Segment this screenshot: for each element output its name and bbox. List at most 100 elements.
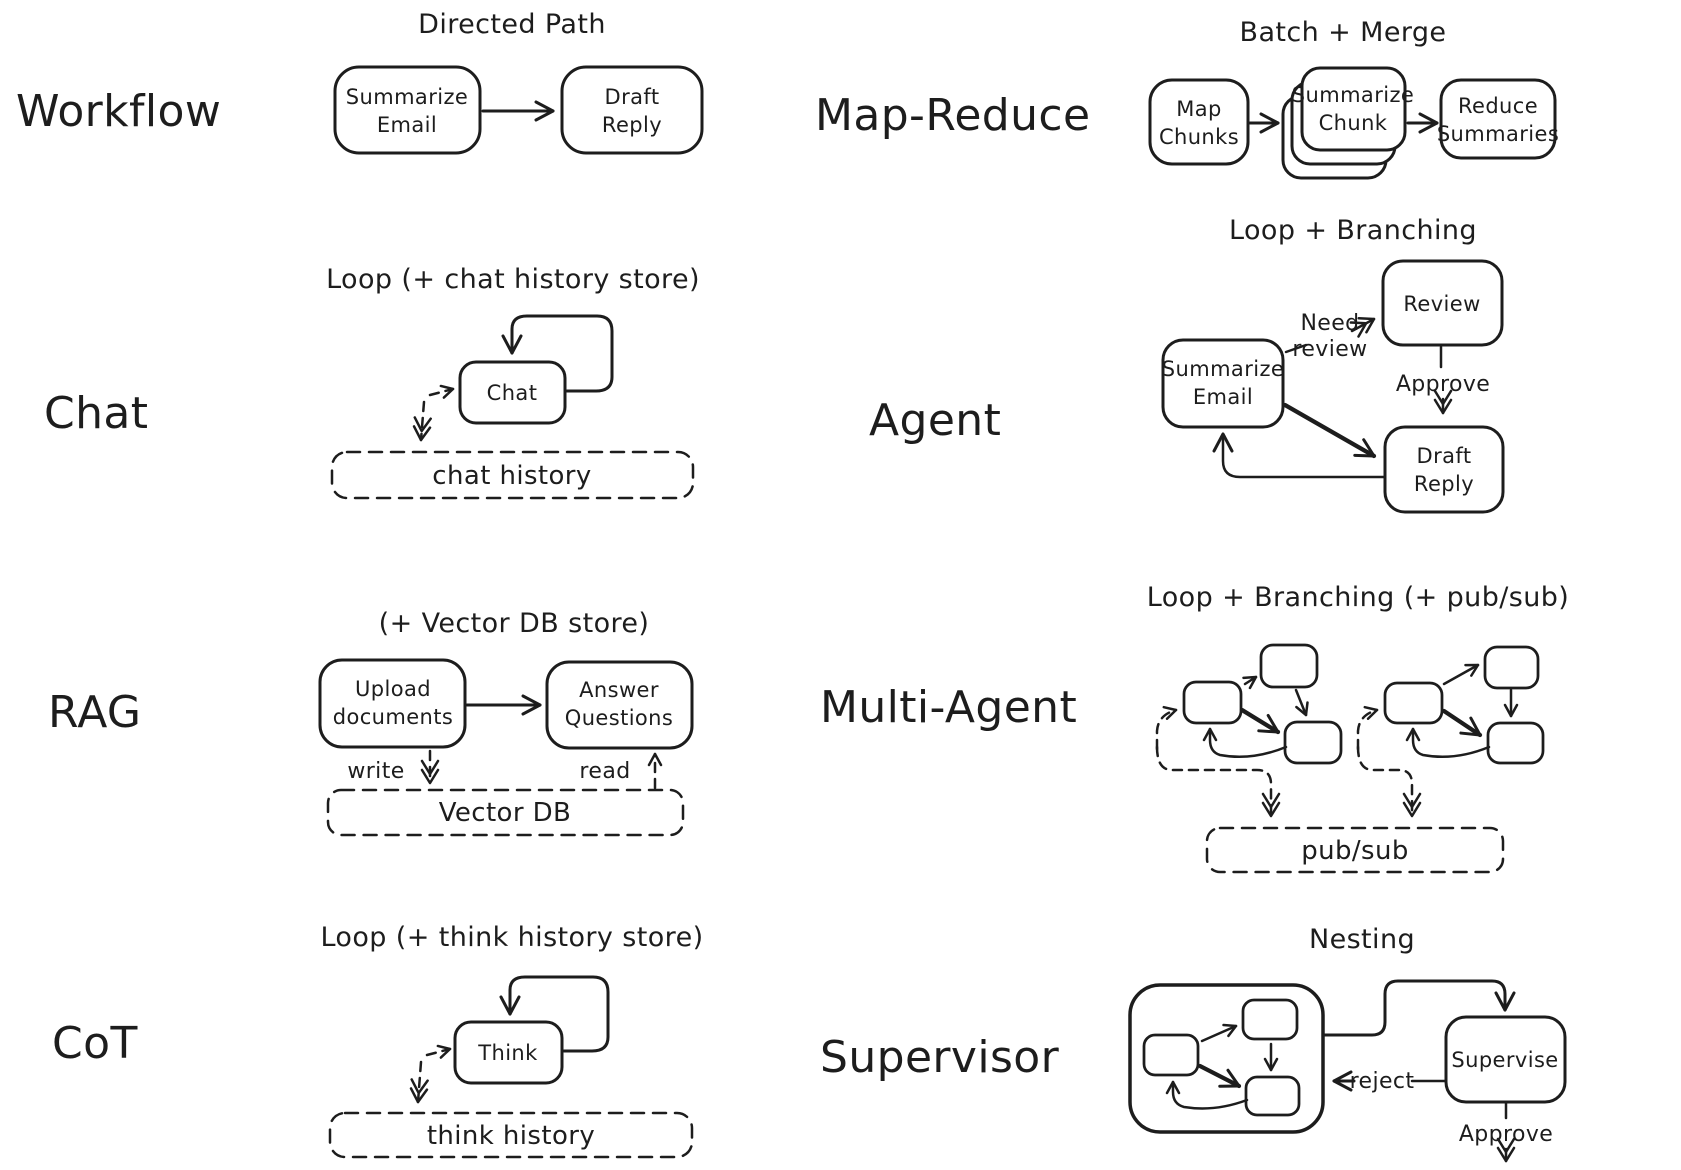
pubsub-label: pub/sub [1301,836,1409,866]
reject-label: reject [1350,1069,1415,1094]
chat-history-label: chat history [432,461,591,491]
cluster2-node-c [1486,721,1545,765]
multi-agent-section: Multi-Agent Loop + Branching (+ pub/sub) [820,582,1569,874]
agent-summarize-email-line1: Summarize [1162,357,1284,381]
cluster1-a-to-c-arrow [1239,707,1281,735]
rag-upload-line1: Upload [355,677,431,701]
think-node-label: Think [477,1041,538,1065]
supervise-node-label: Supervise [1451,1048,1558,1072]
rag-write-label: write [347,759,404,784]
nested-node-a [1142,1033,1200,1077]
chat-self-loop-arrow [501,314,614,393]
cot-section-label: CoT [52,1018,138,1069]
supervisor-subtitle: Nesting [1309,924,1415,955]
agent-summarize-to-draft-arrow [1282,402,1377,459]
workflow-subtitle: Directed Path [418,9,606,40]
chat-section-label: Chat [44,388,148,439]
cluster2-a-to-b-arrow [1442,663,1480,686]
supervisor-approve-label: Approve [1459,1122,1553,1147]
cluster1-a-to-b-arrow [1242,675,1258,690]
cot-section: CoT Loop (+ think history store) Think t… [52,922,703,1159]
rag-answer-line1: Answer [579,678,659,702]
supervisor-section-label: Supervisor [820,1032,1060,1083]
multi-agent-cluster-left [1155,643,1343,818]
rag-answer-questions-node [545,660,694,750]
cluster1-to-pubsub-dashed-arrow [1155,745,1281,818]
workflow-draft-reply-node [560,65,704,155]
rag-read-label: read [579,759,630,784]
map-chunks-node [1148,78,1250,166]
rag-answer-line2: Questions [565,706,673,730]
map-reduce-section-label: Map-Reduce [815,90,1090,141]
cluster2-a-to-c-arrow [1441,708,1483,738]
workflow-summarize-email-line1: Summarize [346,85,468,109]
agent-subtitle: Loop + Branching [1229,215,1477,246]
workflow-summarize-email-line2: Email [377,113,437,137]
rag-upload-documents-node [318,658,467,749]
cluster1-node-b [1259,643,1319,689]
rag-subtitle: (+ Vector DB store) [379,608,650,639]
chat-to-history-dashed-arrow [412,400,432,442]
agent-review-label: Review [1403,292,1480,316]
cluster1-b-to-c-arrow [1294,688,1309,717]
agent-need-review-arrow [1349,316,1376,338]
rag-upload-line2: documents [333,705,454,729]
think-node [453,1020,564,1085]
cluster2-entry-dashed-arrow [1356,705,1379,751]
cot-to-history-dashed-arrow [409,1060,429,1104]
chat-section: Chat Loop (+ chat history store) Chat ch… [44,264,700,500]
agent-review-node [1381,259,1504,347]
nested-a-to-b-arrow [1200,1023,1238,1043]
agent-section-label: Agent [869,395,1001,446]
multi-agent-cluster-right [1356,645,1545,818]
agent-draft-reply-line1: Draft [1417,444,1472,468]
workflow-draft-reply-line2: Reply [602,113,662,137]
chat-subtitle: Loop (+ chat history store) [326,264,700,295]
cluster1-loop-arrow [1202,727,1288,759]
workflow-section-label: Workflow [16,86,221,137]
vector-db-store [326,788,685,837]
cot-subtitle: Loop (+ think history store) [320,922,703,953]
multi-agent-section-label: Multi-Agent [820,682,1077,733]
agent-draft-to-summarize-loop-arrow [1212,432,1387,479]
think-history-label: think history [427,1121,595,1151]
chat-node-label: Chat [487,381,538,405]
map-reduce-subtitle: Batch + Merge [1240,17,1447,48]
container-to-supervise-arrow [1321,979,1516,1037]
agent-need-review-edge-start [1284,343,1308,354]
agent-summarize-email-node [1161,338,1285,429]
agent-section: Agent Loop + Branching Summarize Email R… [869,215,1505,514]
rag-section-label: RAG [48,687,141,738]
nested-a-to-c-arrow [1197,1063,1242,1089]
map-chunks-line2: Chunks [1159,125,1239,149]
summarize-chunk-node [1300,66,1407,152]
cot-self-loop-arrow [499,975,610,1053]
agent-draft-reply-node [1383,425,1505,514]
nested-node-b [1241,998,1299,1041]
nested-node-c [1244,1075,1301,1117]
chat-entry-dashed-arrow [428,384,455,399]
agent-summarize-email-line2: Email [1193,385,1253,409]
cluster2-node-a [1383,681,1444,725]
map-reduce-section: Map-Reduce Batch + Merge Map Chunks Summ… [815,17,1559,180]
supervisor-section: Supervisor Nesting Supervise reject Appr… [820,924,1567,1163]
cluster2-to-pubsub-dashed-arrow [1356,745,1422,818]
agent-approve-label: Approve [1396,372,1490,397]
reduce-summaries-line2: Summaries [1437,122,1559,146]
workflow-section: Workflow Directed Path Summarize Email D… [16,9,704,155]
multi-agent-subtitle: Loop + Branching (+ pub/sub) [1147,582,1569,613]
cluster1-entry-dashed-arrow [1155,705,1178,751]
pubsub-store [1205,826,1505,874]
rag-section: RAG (+ Vector DB store) Upload documents… [48,608,694,837]
cot-entry-dashed-arrow [425,1044,452,1059]
cluster1-node-a [1182,680,1243,725]
workflow-summarize-email-node [333,65,482,155]
reduce-summaries-line1: Reduce [1458,94,1538,118]
agent-need-review-label-line1: Need [1300,311,1359,336]
cluster2-loop-arrow [1405,727,1491,759]
workflow-draft-reply-line1: Draft [605,85,660,109]
think-history-store [328,1111,694,1159]
reduce-summaries-node [1439,78,1557,160]
agent-need-review-label-line2: review [1292,337,1367,362]
